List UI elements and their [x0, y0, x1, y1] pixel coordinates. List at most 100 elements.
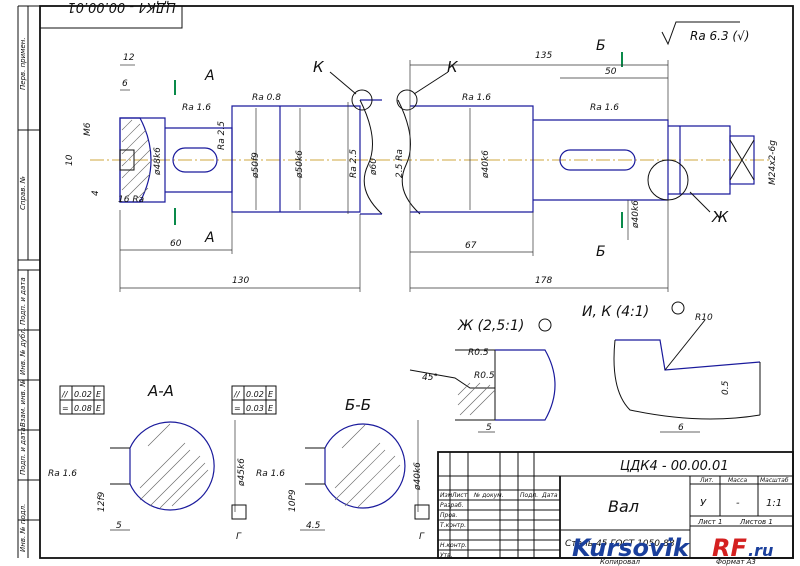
svg-text:0.03: 0.03 — [246, 404, 264, 413]
top-designation: ЦДК4 - 00.00.01 — [39, 0, 183, 29]
section-bb-g: Г — [419, 532, 425, 542]
callout-k-right: К — [447, 58, 459, 76]
svg-text:Лит.: Лит. — [699, 477, 714, 484]
side-label-6: Инв. № подл. — [19, 504, 27, 552]
section-aa-roughness: Ra 1.6 — [48, 469, 77, 479]
side-label-1: Справ. № — [19, 176, 27, 210]
section-bb-roughness: Ra 1.6 — [256, 469, 285, 479]
svg-text:0.02: 0.02 — [74, 390, 92, 399]
svg-text:Т.контр.: Т.контр. — [440, 522, 466, 529]
roughness-6: 2.5 Ra — [395, 149, 405, 178]
dim-10: 10 — [65, 154, 75, 166]
detail-zh-r2: R0.5 — [474, 371, 495, 381]
section-aa: А-А // 0.02 Е = 0.08 Е Ra 1.6 ø45k6 12f9… — [48, 382, 247, 542]
detail-ik-05: 0.5 — [721, 380, 731, 395]
detail-zh-r1: R0.5 — [468, 348, 489, 358]
title-block-name: Вал — [608, 497, 639, 516]
roughness-5: Ra 2.5 — [349, 149, 359, 178]
dia-50f9: ø50f9 — [251, 152, 261, 179]
svg-text:Масса: Масса — [728, 477, 747, 484]
side-column: Перв. примен. Справ. № Подп. и дата Инв.… — [18, 5, 40, 558]
detail-zh-angle: 45° — [422, 373, 438, 383]
svg-text:№ докум.: № докум. — [473, 492, 504, 499]
dim-16ra: 16 Ra — [118, 195, 144, 205]
svg-text:1:1: 1:1 — [766, 498, 782, 509]
detail-ik-r10: R10 — [695, 313, 713, 323]
svg-text:Лист 1: Лист 1 — [697, 518, 722, 526]
title-block: ЦДК4 - 00.00.01 Вал Сталь 45 ГОСТ 1050-8… — [437, 451, 794, 559]
dim-50: 50 — [605, 67, 617, 77]
dim-135: 135 — [535, 51, 552, 61]
svg-text:Дата: Дата — [541, 492, 558, 499]
watermark-part1: Kursovik — [572, 534, 691, 562]
roughness-4: Ra 2.5 — [217, 121, 227, 150]
svg-text:Пров.: Пров. — [440, 512, 458, 519]
dia-48k6: ø48k6 — [153, 147, 163, 176]
svg-text://: // — [61, 390, 69, 399]
general-roughness: Ra 6.3 (√) — [661, 21, 749, 46]
section-mark-b-bottom: Б — [596, 244, 606, 260]
dim-178: 178 — [535, 276, 552, 286]
section-aa-dia: ø45k6 — [237, 458, 247, 487]
svg-text:Е: Е — [268, 404, 274, 413]
svg-text:=: = — [234, 404, 241, 413]
section-mark-a-top: А — [204, 68, 215, 84]
watermark-part2: RF — [712, 534, 747, 562]
section-aa-title: А-А — [147, 382, 174, 400]
dim-67: 67 — [465, 241, 477, 251]
svg-text:=: = — [62, 404, 69, 413]
section-bb-45: 4.5 — [306, 521, 321, 531]
format-label: Формат А3 — [716, 558, 756, 566]
callout-zh: Ж — [711, 208, 729, 226]
dim-12: 12 — [123, 53, 135, 63]
svg-text:Подп.: Подп. — [520, 492, 538, 499]
callout-k-left: К — [313, 58, 325, 76]
drawing-frame — [39, 5, 794, 559]
svg-text:Лист: Лист — [451, 492, 468, 499]
dim-60: 60 — [170, 239, 182, 249]
side-label-0: Перв. примен. — [19, 37, 27, 90]
side-label-5: Подп. и дата — [19, 427, 27, 475]
detail-ik: И, К (4:1) R10 0.5 6 — [582, 301, 761, 433]
detail-zh: Ж (2,5:1) 45° R0.5 R0.5 5 — [409, 318, 556, 433]
dia-50k6: ø50k6 — [295, 150, 305, 179]
section-bb-title: Б-Б — [345, 396, 371, 414]
svg-text:Утв.: Утв. — [440, 552, 453, 559]
roughness-3: Ra 1.6 — [590, 103, 619, 113]
side-label-2: Подп. и дата — [19, 277, 27, 325]
svg-text:Листов 1: Листов 1 — [739, 518, 773, 526]
watermark: Kursovik RF .ru — [572, 534, 773, 562]
detail-ik-title: И, К (4:1) — [582, 304, 649, 320]
svg-text:Изм: Изм — [440, 492, 453, 499]
dim-6: 6 — [122, 79, 128, 89]
svg-text:0.08: 0.08 — [74, 404, 92, 413]
svg-text:У: У — [700, 498, 707, 509]
title-block-designation: ЦДК4 - 00.00.01 — [620, 459, 729, 474]
dim-m6: М6 — [83, 122, 93, 136]
dia-40k6-b: ø40k6 — [631, 200, 641, 229]
roughness-1: Ra 0.8 — [252, 93, 281, 103]
section-aa-12f9: 12f9 — [97, 491, 107, 512]
detail-zh-5: 5 — [486, 423, 492, 433]
svg-text:Е: Е — [268, 390, 274, 399]
watermark-part3: .ru — [748, 541, 773, 560]
svg-text://: // — [233, 390, 241, 399]
svg-text:Ra 6.3 (√): Ra 6.3 (√) — [690, 29, 749, 43]
dim-4: 4 — [91, 190, 101, 196]
dim-130: 130 — [232, 276, 249, 286]
section-mark-a-bottom: А — [204, 230, 215, 246]
section-aa-5: 5 — [116, 521, 122, 531]
roughness-0: Ra 1.6 — [182, 103, 211, 113]
side-label-4: Взам. инв. № — [19, 379, 27, 427]
section-bb-10p9: 10P9 — [288, 489, 298, 512]
svg-text:Е: Е — [96, 404, 102, 413]
roughness-2: Ra 1.6 — [462, 93, 491, 103]
side-label-3: Инв. № дубл. — [19, 327, 27, 375]
copied-label: Копировал — [600, 558, 641, 566]
detail-zh-title: Ж (2,5:1) — [457, 318, 524, 334]
title-block-material: Сталь 45 ГОСТ 1050-88 — [565, 539, 675, 549]
svg-text:Масштаб: Масштаб — [760, 477, 789, 484]
callout-k-right-circle — [396, 89, 418, 111]
shaft-view: 12 6 130 60 135 50 67 178 10 4 М6 16 Ra … — [65, 38, 778, 292]
